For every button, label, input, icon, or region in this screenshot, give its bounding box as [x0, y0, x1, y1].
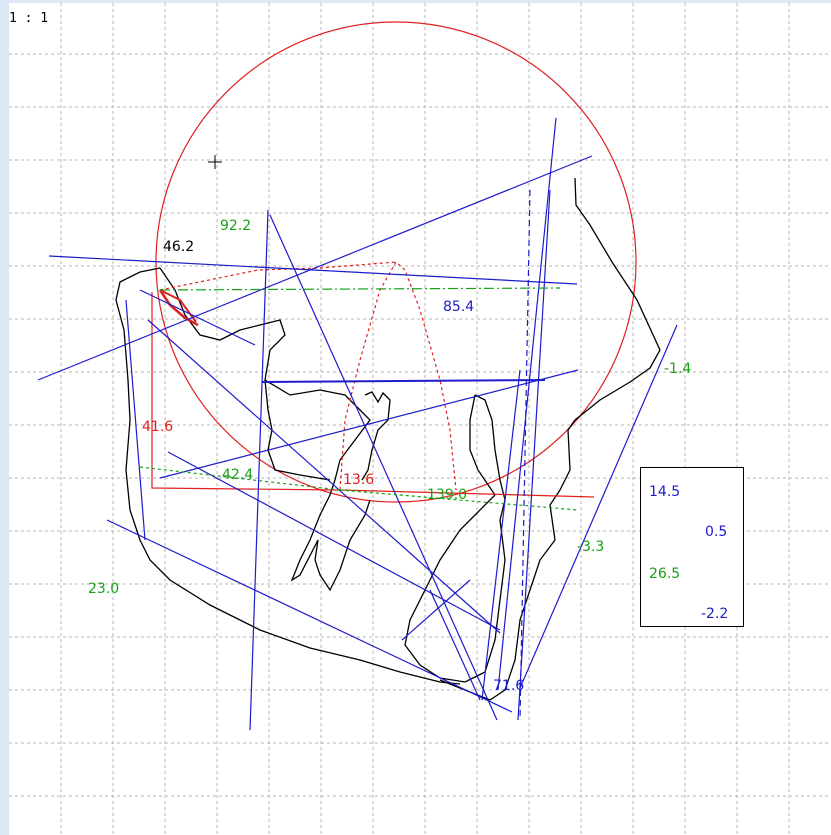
label-42-4: 42.4 [222, 467, 253, 483]
label-92-2: 92.2 [220, 218, 251, 234]
label-neg3-3: -3.3 [577, 539, 604, 555]
zoom-scale-label: 1 : 1 [9, 11, 49, 26]
label-23-0: 23.0 [88, 581, 119, 597]
label-71-6: 71.6 [493, 678, 524, 694]
green-dashed-lines [139, 287, 579, 511]
skull-outline [115, 177, 661, 701]
label-41-6: 41.6 [142, 419, 173, 435]
value-box-item-2: 0.5 [705, 524, 728, 540]
value-box-item-1: 14.5 [649, 484, 681, 500]
blue-reference-lines [37, 117, 678, 731]
value-box-item-4: -2.2 [701, 606, 729, 622]
value-box-item-3: 26.5 [649, 566, 681, 582]
label-neg1-4: -1.4 [664, 361, 691, 377]
measurement-labels: 92.2 46.2 85.4 41.6 42.4 13.6 139.0 -1.4… [88, 218, 691, 694]
red-measurements [151, 261, 595, 498]
label-46-2: 46.2 [163, 239, 194, 255]
label-13-6: 13.6 [343, 472, 374, 488]
red-reference-circle [155, 21, 637, 503]
summary-value-box: 14.5 0.5 26.5 -2.2 [640, 467, 744, 627]
tracing-drawing[interactable]: 92.2 46.2 85.4 41.6 42.4 13.6 139.0 -1.4… [9, 3, 831, 835]
grid-lines [9, 3, 831, 835]
label-85-4: 85.4 [443, 299, 474, 315]
crosshair-cursor-icon [208, 155, 222, 169]
label-139-0: 139.0 [427, 487, 467, 503]
